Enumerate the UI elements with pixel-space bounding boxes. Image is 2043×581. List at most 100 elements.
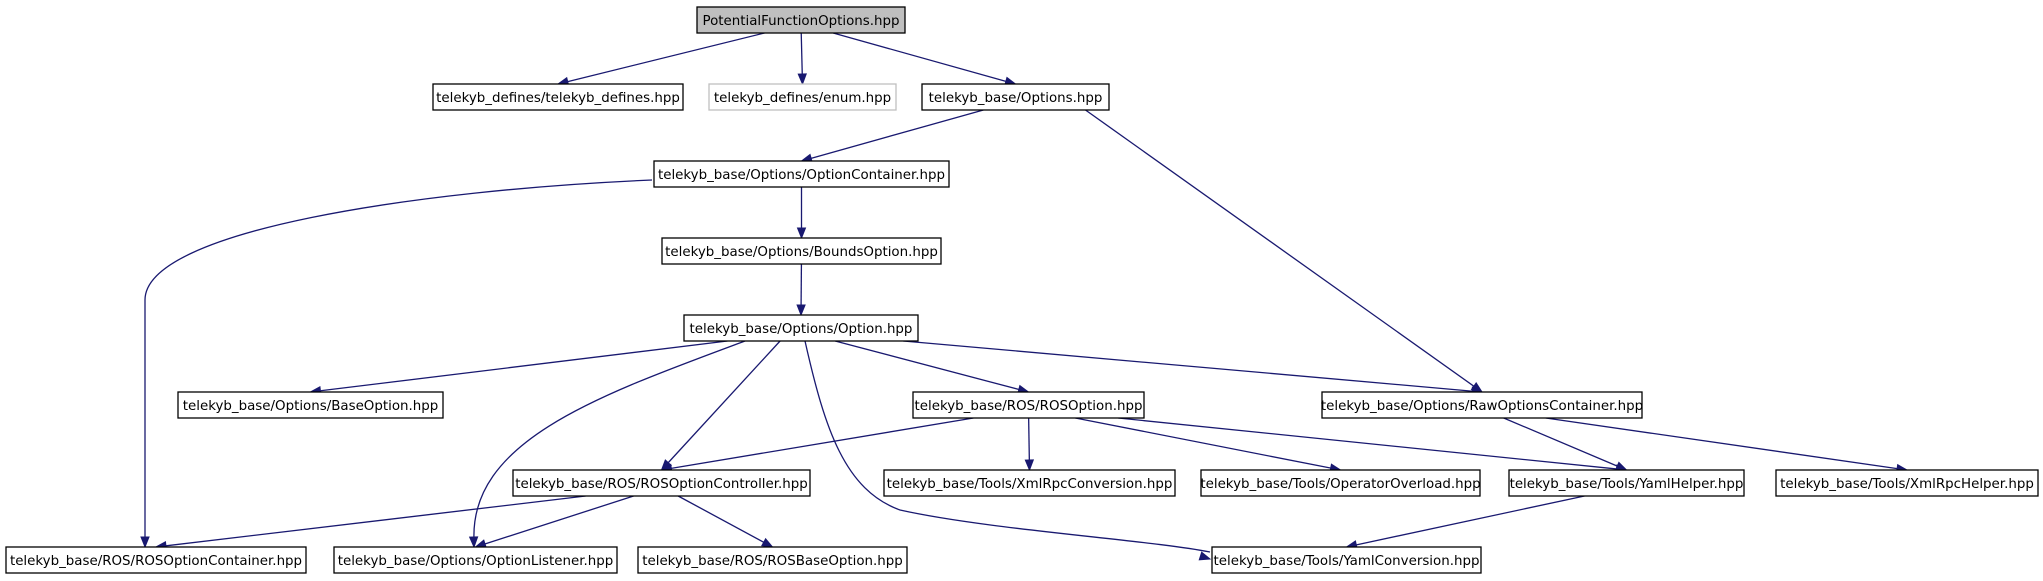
edge-line bbox=[566, 32, 765, 83]
node-box[interactable] bbox=[1321, 391, 1643, 419]
node-n0[interactable]: PotentialFunctionOptions.hpp bbox=[696, 6, 906, 34]
edge-n8-n10 bbox=[660, 417, 974, 473]
edge-n9-n13 bbox=[1503, 417, 1628, 471]
edge-arrowhead bbox=[1198, 551, 1212, 561]
edge-n8-n11 bbox=[1024, 417, 1035, 472]
node-label: telekyb_base/ROS/ROSOption.hpp bbox=[915, 399, 1143, 414]
node-label: telekyb_base/Tools/YamlConversion.hpp bbox=[1214, 554, 1480, 569]
node-n16[interactable]: telekyb_base/Options/OptionListener.hpp bbox=[333, 546, 618, 574]
edge-arrowhead bbox=[1614, 461, 1628, 471]
node-label: telekyb_base/Options/Option.hpp bbox=[690, 322, 913, 337]
node-box[interactable] bbox=[1200, 469, 1481, 497]
node-n8[interactable]: telekyb_base/ROS/ROSOption.hpp bbox=[912, 391, 1145, 419]
node-box[interactable] bbox=[1508, 469, 1745, 497]
edge-arrowhead bbox=[797, 73, 807, 86]
node-box[interactable] bbox=[177, 391, 444, 419]
node-label: telekyb_base/ROS/ROSOptionContainer.hpp bbox=[10, 554, 302, 569]
node-label: telekyb_base/Options.hpp bbox=[929, 91, 1103, 106]
node-label: telekyb_base/ROS/ROSOptionController.hpp bbox=[515, 477, 808, 492]
node-label: telekyb_base/Tools/OperatorOverload.hpp bbox=[1200, 477, 1480, 492]
node-box[interactable] bbox=[1775, 469, 2039, 497]
edge-line bbox=[164, 495, 586, 547]
node-n6[interactable]: telekyb_base/Options/Option.hpp bbox=[683, 314, 919, 342]
node-box[interactable] bbox=[653, 160, 950, 188]
node-label: telekyb_base/Options/BaseOption.hpp bbox=[183, 399, 439, 414]
edge-line bbox=[1028, 417, 1030, 462]
edge-line bbox=[1118, 417, 1618, 470]
node-n1[interactable]: telekyb_defines/telekyb_defines.hpp bbox=[432, 83, 684, 111]
edge-line bbox=[809, 109, 984, 160]
edge-n4-n15 bbox=[140, 179, 653, 549]
node-box[interactable] bbox=[683, 314, 919, 342]
edge-arrowhead bbox=[468, 536, 479, 549]
node-box[interactable] bbox=[5, 546, 307, 574]
node-box[interactable] bbox=[883, 469, 1176, 497]
edge-line bbox=[670, 417, 974, 470]
node-box[interactable] bbox=[512, 469, 811, 497]
node-box[interactable] bbox=[1211, 546, 1482, 574]
node-box[interactable] bbox=[661, 237, 942, 265]
node-n2[interactable]: telekyb_defines/enum.hpp bbox=[708, 83, 897, 111]
edge-arrowhead bbox=[796, 304, 806, 317]
edge-n3-n9 bbox=[1085, 109, 1484, 393]
edge-n8-n13 bbox=[1118, 417, 1628, 474]
edge-n0-n2 bbox=[797, 32, 807, 86]
node-label: telekyb_defines/enum.hpp bbox=[714, 91, 891, 106]
edge-n3-n4 bbox=[800, 109, 984, 163]
edge-arrowhead bbox=[761, 537, 774, 548]
edge-n13-n18 bbox=[1345, 495, 1585, 550]
edges-layer bbox=[140, 32, 1909, 561]
node-box[interactable] bbox=[921, 83, 1110, 111]
node-label: telekyb_base/Options/OptionContainer.hpp bbox=[658, 168, 945, 183]
edge-n5-n6 bbox=[796, 263, 806, 317]
node-n13[interactable]: telekyb_base/Tools/YamlHelper.hpp bbox=[1508, 469, 1745, 497]
edge-n0-n1 bbox=[556, 32, 765, 87]
edge-line bbox=[1075, 417, 1332, 469]
node-n11[interactable]: telekyb_base/Tools/XmlRpcConversion.hpp bbox=[883, 469, 1176, 497]
node-label: telekyb_base/Tools/XmlRpcConversion.hpp bbox=[887, 477, 1173, 492]
edge-line bbox=[1085, 109, 1476, 388]
edge-line bbox=[1355, 495, 1585, 546]
node-box[interactable] bbox=[696, 6, 906, 34]
node-n10[interactable]: telekyb_base/ROS/ROSOptionController.hpp bbox=[512, 469, 811, 497]
edge-n8-n12 bbox=[1075, 417, 1342, 473]
node-n18[interactable]: telekyb_base/Tools/YamlConversion.hpp bbox=[1211, 546, 1482, 574]
nodes-layer: PotentialFunctionOptions.hpp telekyb_defi… bbox=[5, 6, 2039, 574]
node-n7[interactable]: telekyb_base/Options/BaseOption.hpp bbox=[177, 391, 444, 419]
node-n5[interactable]: telekyb_base/Options/BoundsOption.hpp bbox=[661, 237, 942, 265]
edge-n6-n7 bbox=[309, 340, 728, 396]
edge-arrowhead bbox=[140, 536, 150, 549]
node-box[interactable] bbox=[333, 546, 618, 574]
edge-line bbox=[483, 495, 634, 545]
edge-line bbox=[1545, 417, 1899, 470]
edge-line bbox=[832, 32, 1008, 83]
node-n14[interactable]: telekyb_base/Tools/XmlRpcHelper.hpp bbox=[1775, 469, 2039, 497]
node-box[interactable] bbox=[708, 83, 897, 111]
node-label: telekyb_base/Tools/XmlRpcHelper.hpp bbox=[1780, 477, 2034, 492]
node-label: telekyb_base/Options/BoundsOption.hpp bbox=[665, 245, 938, 260]
edge-n10-n16 bbox=[474, 495, 634, 549]
edge-line bbox=[1503, 417, 1619, 468]
node-box[interactable] bbox=[912, 391, 1145, 419]
node-label: telekyb_defines/telekyb_defines.hpp bbox=[436, 91, 680, 106]
node-n17[interactable]: telekyb_base/ROS/ROSBaseOption.hpp bbox=[637, 546, 908, 574]
node-label: telekyb_base/Tools/YamlHelper.hpp bbox=[1510, 477, 1744, 492]
edge-n6-n16 bbox=[468, 340, 746, 549]
node-label: telekyb_base/ROS/ROSBaseOption.hpp bbox=[642, 554, 903, 569]
edge-n6-n10 bbox=[660, 340, 781, 471]
edge-arrowhead bbox=[796, 227, 807, 240]
node-n3[interactable]: telekyb_base/Options.hpp bbox=[921, 83, 1110, 111]
node-n4[interactable]: telekyb_base/Options/OptionContainer.hpp bbox=[653, 160, 950, 188]
edge-line bbox=[319, 340, 728, 392]
edge-line bbox=[903, 340, 1474, 392]
edge-n6-n9 bbox=[903, 340, 1484, 396]
node-n12[interactable]: telekyb_base/Tools/OperatorOverload.hpp bbox=[1200, 469, 1481, 497]
edge-line bbox=[473, 340, 746, 541]
edge-arrowhead bbox=[1024, 459, 1035, 472]
node-n15[interactable]: telekyb_base/ROS/ROSOptionContainer.hpp bbox=[5, 546, 307, 574]
node-n9[interactable]: telekyb_base/Options/RawOptionsContainer… bbox=[1321, 391, 1643, 419]
node-box[interactable] bbox=[637, 546, 908, 574]
edge-n0-n3 bbox=[832, 32, 1017, 86]
edge-line bbox=[804, 340, 1211, 553]
node-box[interactable] bbox=[432, 83, 684, 111]
